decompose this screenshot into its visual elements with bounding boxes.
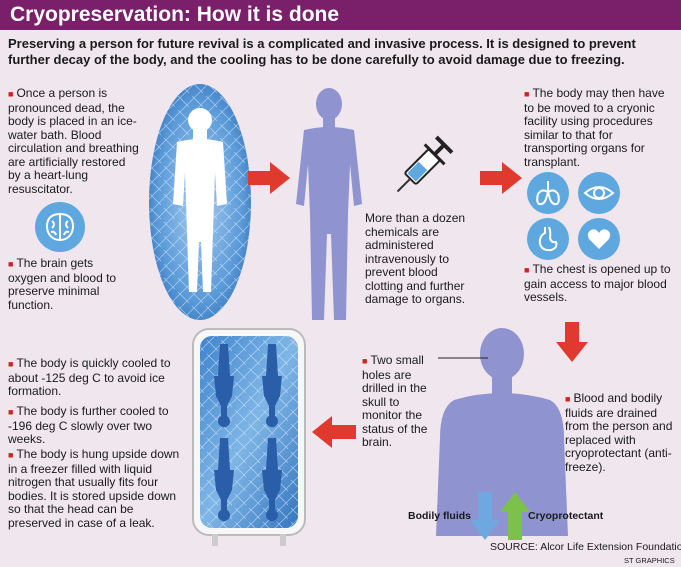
- source-name: Alcor Life Extension Foundation: [540, 541, 681, 553]
- step-skull-holes-text: Two small holes are drilled in the skull…: [362, 353, 428, 449]
- step-brain-oxygen-text: The brain gets oxygen and blood to prese…: [8, 256, 117, 312]
- bullet-icon: ■: [524, 265, 530, 275]
- eye-icon: [578, 172, 620, 214]
- bullet-icon: ■: [8, 259, 14, 269]
- bodily-fluids-label: Bodily fluids: [408, 510, 471, 522]
- step-brain-oxygen: ■The brain gets oxygen and blood to pres…: [8, 256, 118, 312]
- freezer-illustration: [192, 328, 306, 546]
- pointer-line: [438, 357, 488, 359]
- arrow-left-icon: [312, 416, 356, 448]
- bullet-icon: ■: [8, 359, 14, 369]
- step-chest: ■The chest is opened up to gain access t…: [524, 262, 674, 305]
- step-chemicals: More than a dozen chemicals are administ…: [365, 211, 477, 307]
- bullet-icon: ■: [565, 394, 571, 404]
- step-cooled-125-text: The body is quickly cooled to about -125…: [8, 356, 171, 398]
- bullet-icon: ■: [8, 450, 14, 460]
- step-transport-text: The body may then have to be moved to a …: [524, 86, 665, 169]
- step-ice-bath-text: Once a person is pronounced dead, the bo…: [8, 86, 139, 196]
- step-ice-bath: ■Once a person is pronounced dead, the b…: [8, 86, 140, 196]
- step-fluids: ■Blood and bodily fluids are drained fro…: [565, 391, 677, 474]
- step-cooled-196-text: The body is further cooled to -196 deg C…: [8, 404, 169, 446]
- syringe-icon: [396, 135, 454, 193]
- title-bar: [0, 0, 681, 30]
- human-figure: [296, 88, 362, 320]
- heart-icon: [578, 218, 620, 260]
- intro-text: Preserving a person for future revival i…: [8, 36, 636, 67]
- credit: ST GRAPHICS: [624, 556, 675, 565]
- cryoprotectant-arrow-icon: [500, 492, 530, 540]
- source-prefix: SOURCE:: [490, 541, 538, 553]
- step-fluids-text: Blood and bodily fluids are drained from…: [565, 391, 673, 474]
- bullet-icon: ■: [8, 89, 14, 99]
- bullet-icon: ■: [8, 407, 14, 417]
- bullet-icon: ■: [524, 89, 530, 99]
- step-hung: ■The body is hung upside down in a freez…: [8, 447, 186, 530]
- lungs-icon: [527, 172, 569, 214]
- bullet-icon: ■: [362, 356, 368, 366]
- step-cooled-196: ■The body is further cooled to -196 deg …: [8, 404, 186, 447]
- arrow-right-icon: [248, 162, 290, 194]
- brain-icon: [35, 202, 85, 252]
- stomach-icon: [527, 218, 569, 260]
- step-chemicals-text: More than a dozen chemicals are administ…: [365, 211, 466, 306]
- step-hung-text: The body is hung upside down in a freeze…: [8, 447, 180, 530]
- step-skull-holes: ■Two small holes are drilled in the skul…: [362, 353, 437, 450]
- page-title: Cryopreservation: How it is done: [10, 3, 340, 26]
- step-chest-text: The chest is opened up to gain access to…: [524, 262, 671, 304]
- source-line: SOURCE: Alcor Life Extension Foundation: [490, 541, 681, 553]
- arrow-down-icon: [556, 322, 588, 362]
- bust-figure: [436, 328, 568, 536]
- arrow-right-icon: [480, 162, 522, 194]
- step-transport: ■The body may then have to be moved to a…: [524, 86, 674, 169]
- bodily-fluids-arrow-icon: [470, 492, 500, 540]
- cryoprotectant-label: Cryoprotectant: [528, 510, 604, 522]
- step-cooled-125: ■The body is quickly cooled to about -12…: [8, 356, 186, 399]
- ice-bath-illustration: [149, 84, 251, 320]
